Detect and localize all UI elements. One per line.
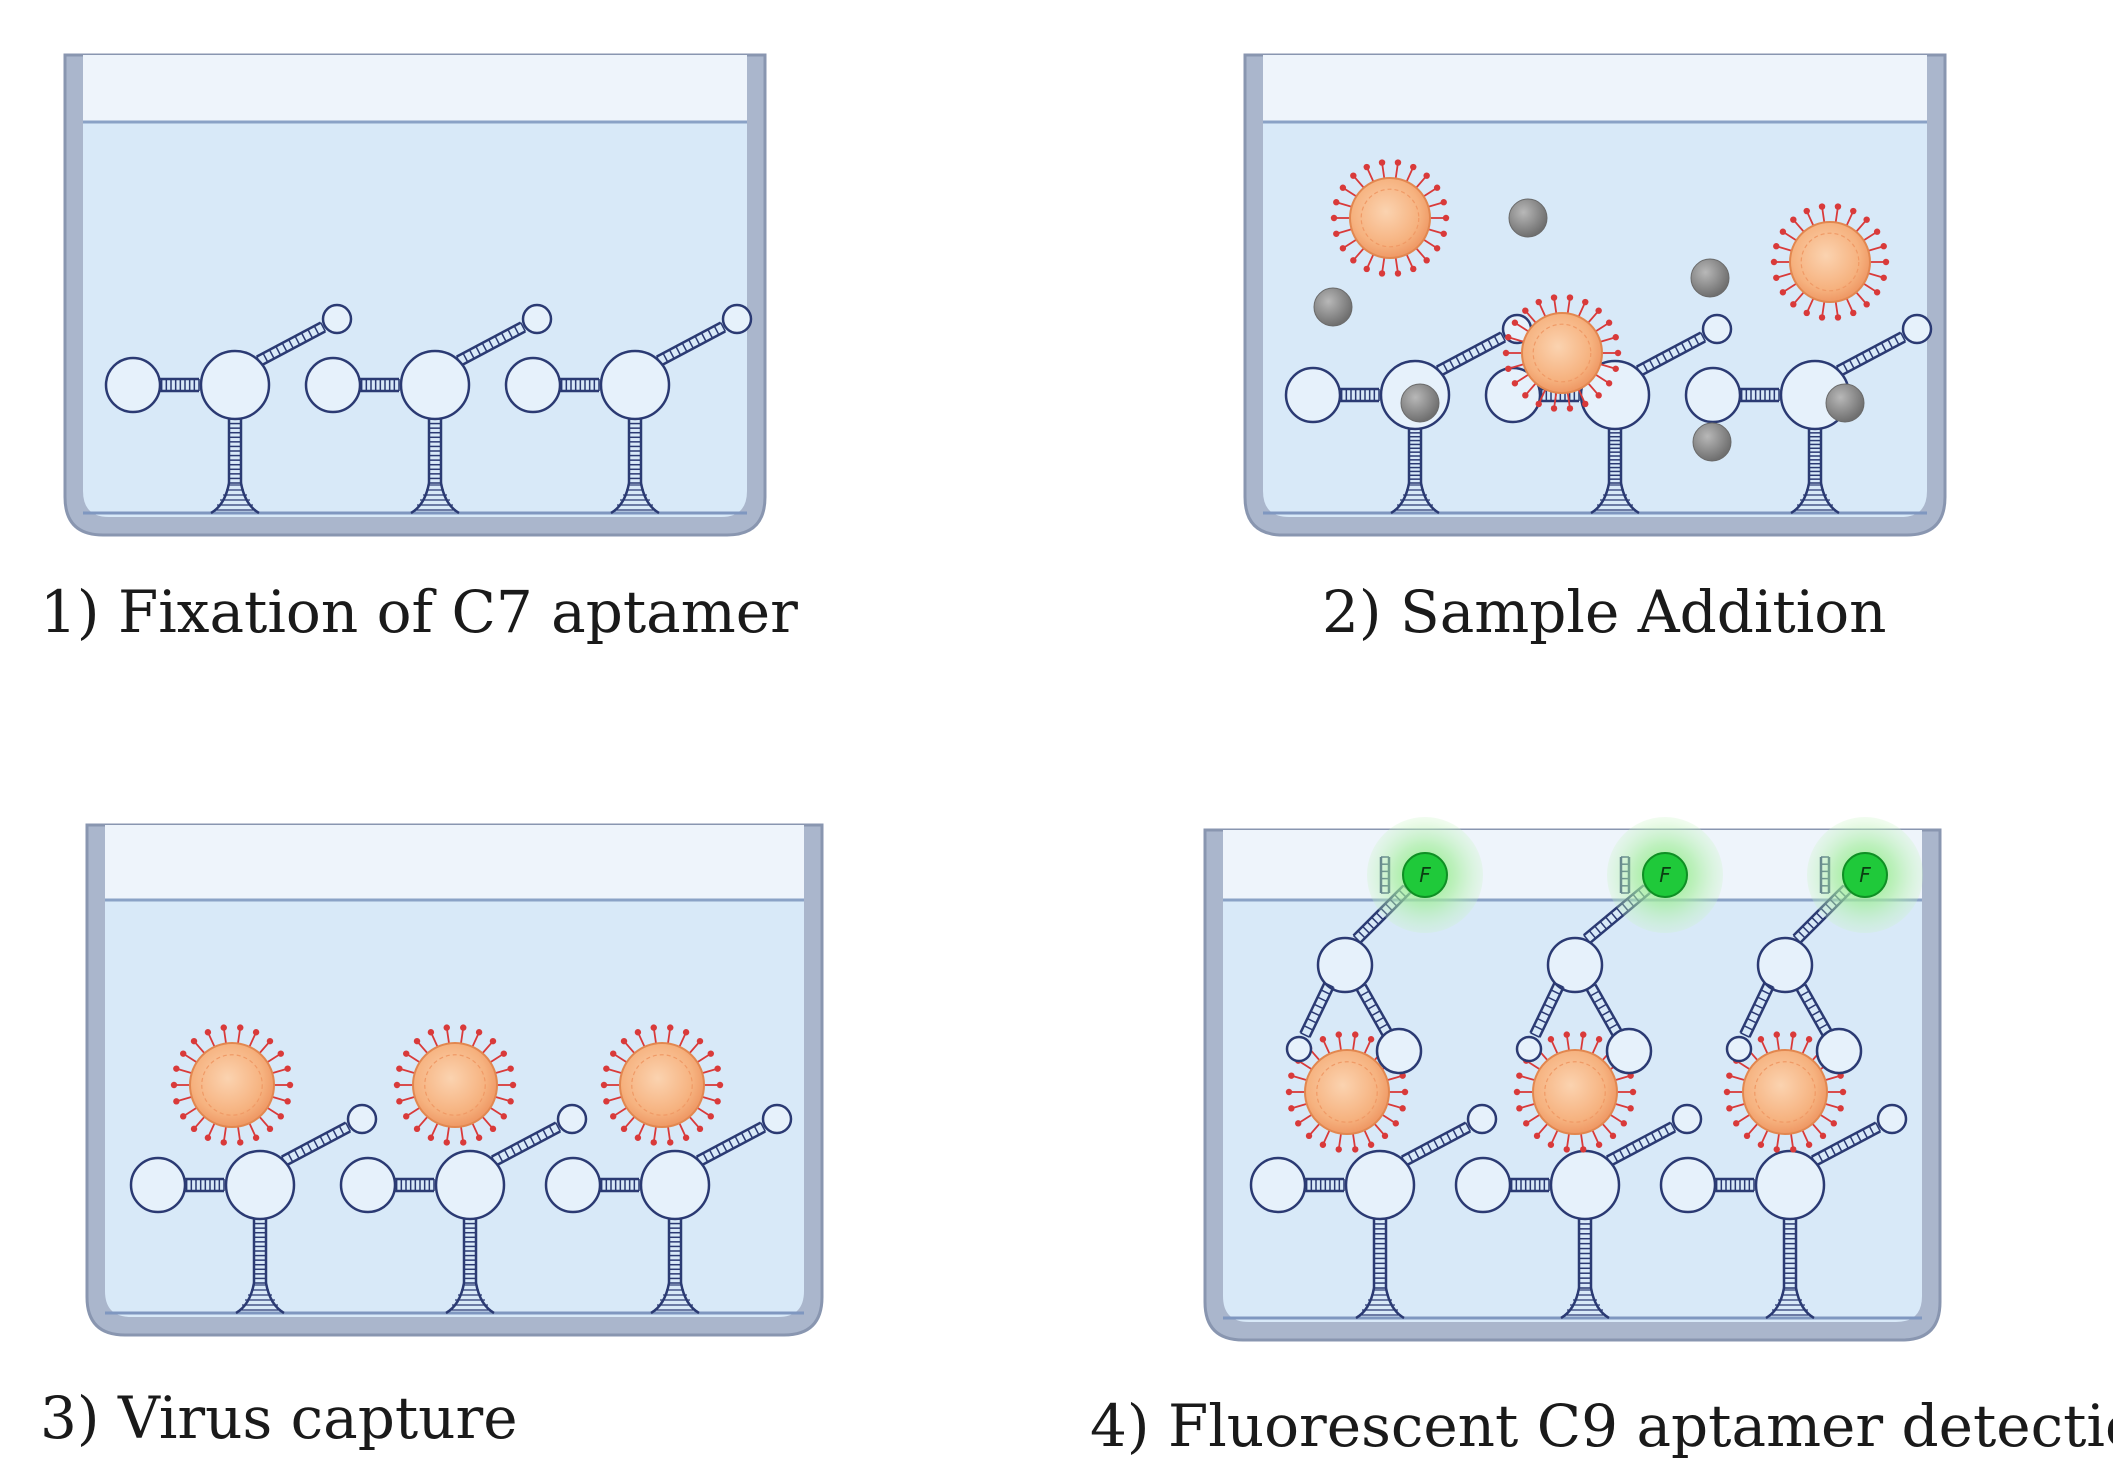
well-air bbox=[83, 55, 747, 122]
sample-particle bbox=[1508, 198, 1548, 238]
caption-virus-capture: 3) Virus capture bbox=[40, 1384, 518, 1452]
c9-aptamer bbox=[1285, 856, 1423, 1075]
virus bbox=[1513, 1031, 1637, 1153]
c7-aptamer bbox=[504, 303, 753, 515]
c7-aptamer bbox=[1659, 1103, 1908, 1320]
sample-particle bbox=[1690, 258, 1730, 298]
fluorophore-core bbox=[1402, 852, 1448, 898]
virus bbox=[170, 1024, 294, 1146]
sample-particle bbox=[1692, 422, 1732, 462]
well-air bbox=[105, 825, 804, 900]
panel-sample-addition bbox=[1243, 53, 1947, 537]
c7-aptamer bbox=[339, 1103, 588, 1315]
well-air bbox=[1223, 830, 1922, 900]
c7-aptamer bbox=[544, 1103, 793, 1315]
virus bbox=[600, 1024, 724, 1146]
virus bbox=[1285, 1031, 1409, 1153]
c7-aptamer bbox=[129, 1103, 378, 1315]
virus bbox=[1770, 203, 1890, 321]
fluorophore-core bbox=[1642, 852, 1688, 898]
virus bbox=[393, 1024, 517, 1146]
virus bbox=[1330, 159, 1450, 277]
caption-fixation: 1) Fixation of C7 aptamer bbox=[40, 578, 798, 646]
fluorophore-core bbox=[1842, 852, 1888, 898]
fluorophore: F bbox=[1607, 817, 1723, 933]
sample-particle bbox=[1400, 383, 1440, 423]
sample-particle bbox=[1825, 383, 1865, 423]
c7-aptamer bbox=[1454, 1103, 1703, 1320]
fluorophore: F bbox=[1807, 817, 1923, 933]
fluorophore-label: F bbox=[1659, 863, 1671, 887]
well-liquid bbox=[83, 122, 747, 517]
well-liquid bbox=[1263, 122, 1927, 517]
panel-virus-capture bbox=[85, 823, 824, 1337]
sample-particle bbox=[1313, 287, 1353, 327]
c9-aptamer bbox=[1515, 856, 1653, 1075]
panel-fixation bbox=[63, 53, 767, 537]
caption-detection: 4) Fluorescent C9 aptamer detection bbox=[1090, 1392, 2113, 1460]
well bbox=[63, 53, 767, 537]
fluorophore: F bbox=[1367, 817, 1483, 933]
fluorophore-label: F bbox=[1859, 863, 1871, 887]
c7-aptamer bbox=[304, 303, 553, 515]
c7-aptamer bbox=[104, 303, 353, 515]
c7-aptamer bbox=[1249, 1103, 1498, 1320]
c7-aptamer bbox=[1684, 313, 1933, 515]
virus bbox=[1502, 294, 1622, 412]
well-air bbox=[1263, 55, 1927, 122]
caption-sample-addition: 2) Sample Addition bbox=[1322, 578, 1887, 646]
fluorophore-label: F bbox=[1419, 863, 1431, 887]
